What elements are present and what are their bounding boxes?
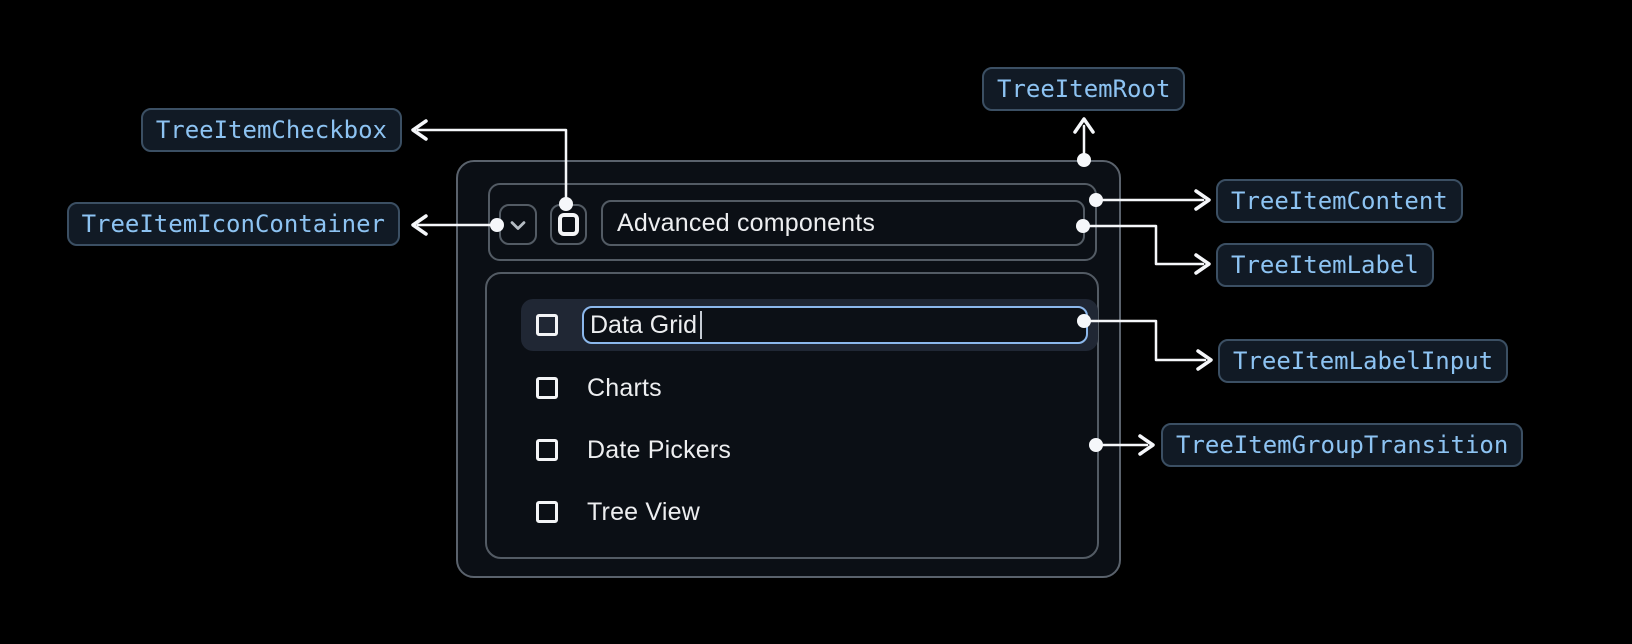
tree-item-root: Advanced components Data Grid Charts Dat… <box>456 160 1121 578</box>
callout-badge-content: TreeItemContent <box>1216 179 1463 223</box>
tree-item-checkbox[interactable] <box>550 204 587 245</box>
tree-item-editing-row[interactable]: Data Grid <box>521 299 1098 351</box>
tree-item-row-charts[interactable]: Charts <box>521 364 1061 412</box>
arrow-left-icon <box>411 119 428 141</box>
callout-badge-icon-container: TreeItemIconContainer <box>66 202 400 246</box>
arrow-right-icon <box>1196 349 1213 371</box>
checkbox-unchecked-icon <box>558 213 579 236</box>
arrow-right-icon <box>1194 253 1211 275</box>
tree-item-label: Advanced components <box>601 200 1085 246</box>
checkbox-unchecked-icon[interactable] <box>536 439 558 461</box>
label-input-value: Data Grid <box>590 310 697 339</box>
tree-item-label-input[interactable]: Data Grid <box>582 306 1088 344</box>
tree-item-content[interactable]: Advanced components <box>488 183 1097 261</box>
tree-item-row-tree-view[interactable]: Tree View <box>521 488 1061 536</box>
item-label: Date Pickers <box>587 435 732 464</box>
arrow-right-icon <box>1138 434 1155 456</box>
tree-item-group-transition: Data Grid Charts Date Pickers Tree View <box>485 272 1099 559</box>
tree-item-row-date-pickers[interactable]: Date Pickers <box>521 426 1061 474</box>
chevron-down-icon <box>505 212 531 238</box>
arrow-left-icon <box>411 214 428 236</box>
callout-badge-root: TreeItemRoot <box>982 67 1186 111</box>
callout-badge-label: TreeItemLabel <box>1216 243 1434 287</box>
arrow-right-icon <box>1194 189 1211 211</box>
arrow-up-icon <box>1073 117 1095 134</box>
item-label: Charts <box>587 373 662 402</box>
checkbox-unchecked-icon[interactable] <box>536 377 558 399</box>
checkbox-unchecked-icon[interactable] <box>536 314 558 336</box>
callout-badge-checkbox: TreeItemCheckbox <box>140 108 402 152</box>
item-label: Tree View <box>587 497 700 526</box>
callout-badge-group-transition: TreeItemGroupTransition <box>1161 423 1524 467</box>
tree-item-icon-container[interactable] <box>499 204 537 245</box>
parent-item-label: Advanced components <box>617 208 876 237</box>
checkbox-unchecked-icon[interactable] <box>536 501 558 523</box>
callout-badge-label-input: TreeItemLabelInput <box>1218 339 1509 383</box>
text-cursor <box>699 311 702 339</box>
